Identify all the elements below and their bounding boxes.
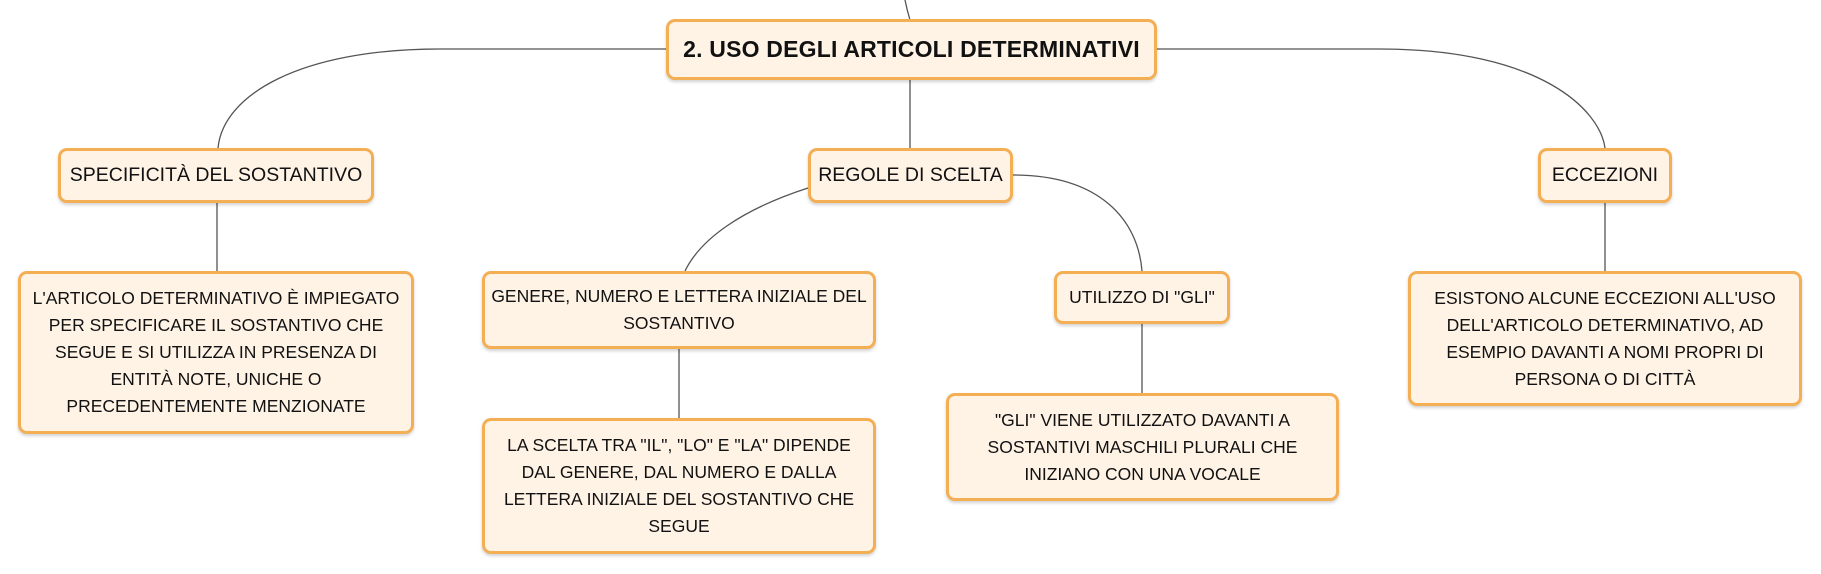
connector-from-above [904,0,911,21]
node-gli-detail[interactable]: "GLI" VIENE UTILIZZATO DAVANTI A SOSTANT… [946,393,1339,501]
connector-regole-gli [1012,174,1143,272]
node-genere-numero-lettera[interactable]: GENERE, NUMERO E LETTERA INIZIALE DEL SO… [482,271,876,349]
node-genere-numero-lettera-label: GENERE, NUMERO E LETTERA INIZIALE DEL SO… [491,286,867,333]
node-regole-di-scelta-label: REGOLE DI SCELTA [818,164,1003,186]
node-specificita-detail[interactable]: L'ARTICOLO DETERMINATIVO È IMPIEGATO PER… [18,271,414,434]
node-specificita-sostantivo-label: SPECIFICITÀ DEL SOSTANTIVO [69,164,363,186]
node-eccezioni-label: ECCEZIONI [1551,164,1659,186]
connector-regole-genere [684,187,809,272]
node-utilizzo-gli[interactable]: UTILIZZO DI "GLI" [1054,271,1230,324]
root-node-label: 2. USO DEGLI ARTICOLI DETERMINATIVI [683,36,1140,62]
node-scelta-il-lo-la-detail[interactable]: LA SCELTA TRA "IL", "LO" E "LA" DIPENDE … [482,418,876,554]
node-eccezioni-detail[interactable]: ESISTONO ALCUNE ECCEZIONI ALL'USO DELL'A… [1408,271,1802,406]
node-utilizzo-gli-label: UTILIZZO DI "GLI" [1069,287,1215,307]
connector-root-specificita [217,48,667,149]
node-specificita-detail-text: L'ARTICOLO DETERMINATIVO È IMPIEGATO PER… [32,288,400,416]
root-node[interactable]: 2. USO DEGLI ARTICOLI DETERMINATIVI [666,19,1157,80]
node-gli-detail-text: "GLI" VIENE UTILIZZATO DAVANTI A SOSTANT… [987,409,1298,484]
node-specificita-sostantivo[interactable]: SPECIFICITÀ DEL SOSTANTIVO [58,148,374,203]
node-eccezioni[interactable]: ECCEZIONI [1538,148,1672,203]
node-regole-di-scelta[interactable]: REGOLE DI SCELTA [808,148,1013,203]
connector-root-eccezioni [1157,48,1606,149]
node-scelta-il-lo-la-detail-text: LA SCELTA TRA "IL", "LO" E "LA" DIPENDE … [503,435,855,536]
node-eccezioni-detail-text: ESISTONO ALCUNE ECCEZIONI ALL'USO DELL'A… [1434,287,1776,389]
